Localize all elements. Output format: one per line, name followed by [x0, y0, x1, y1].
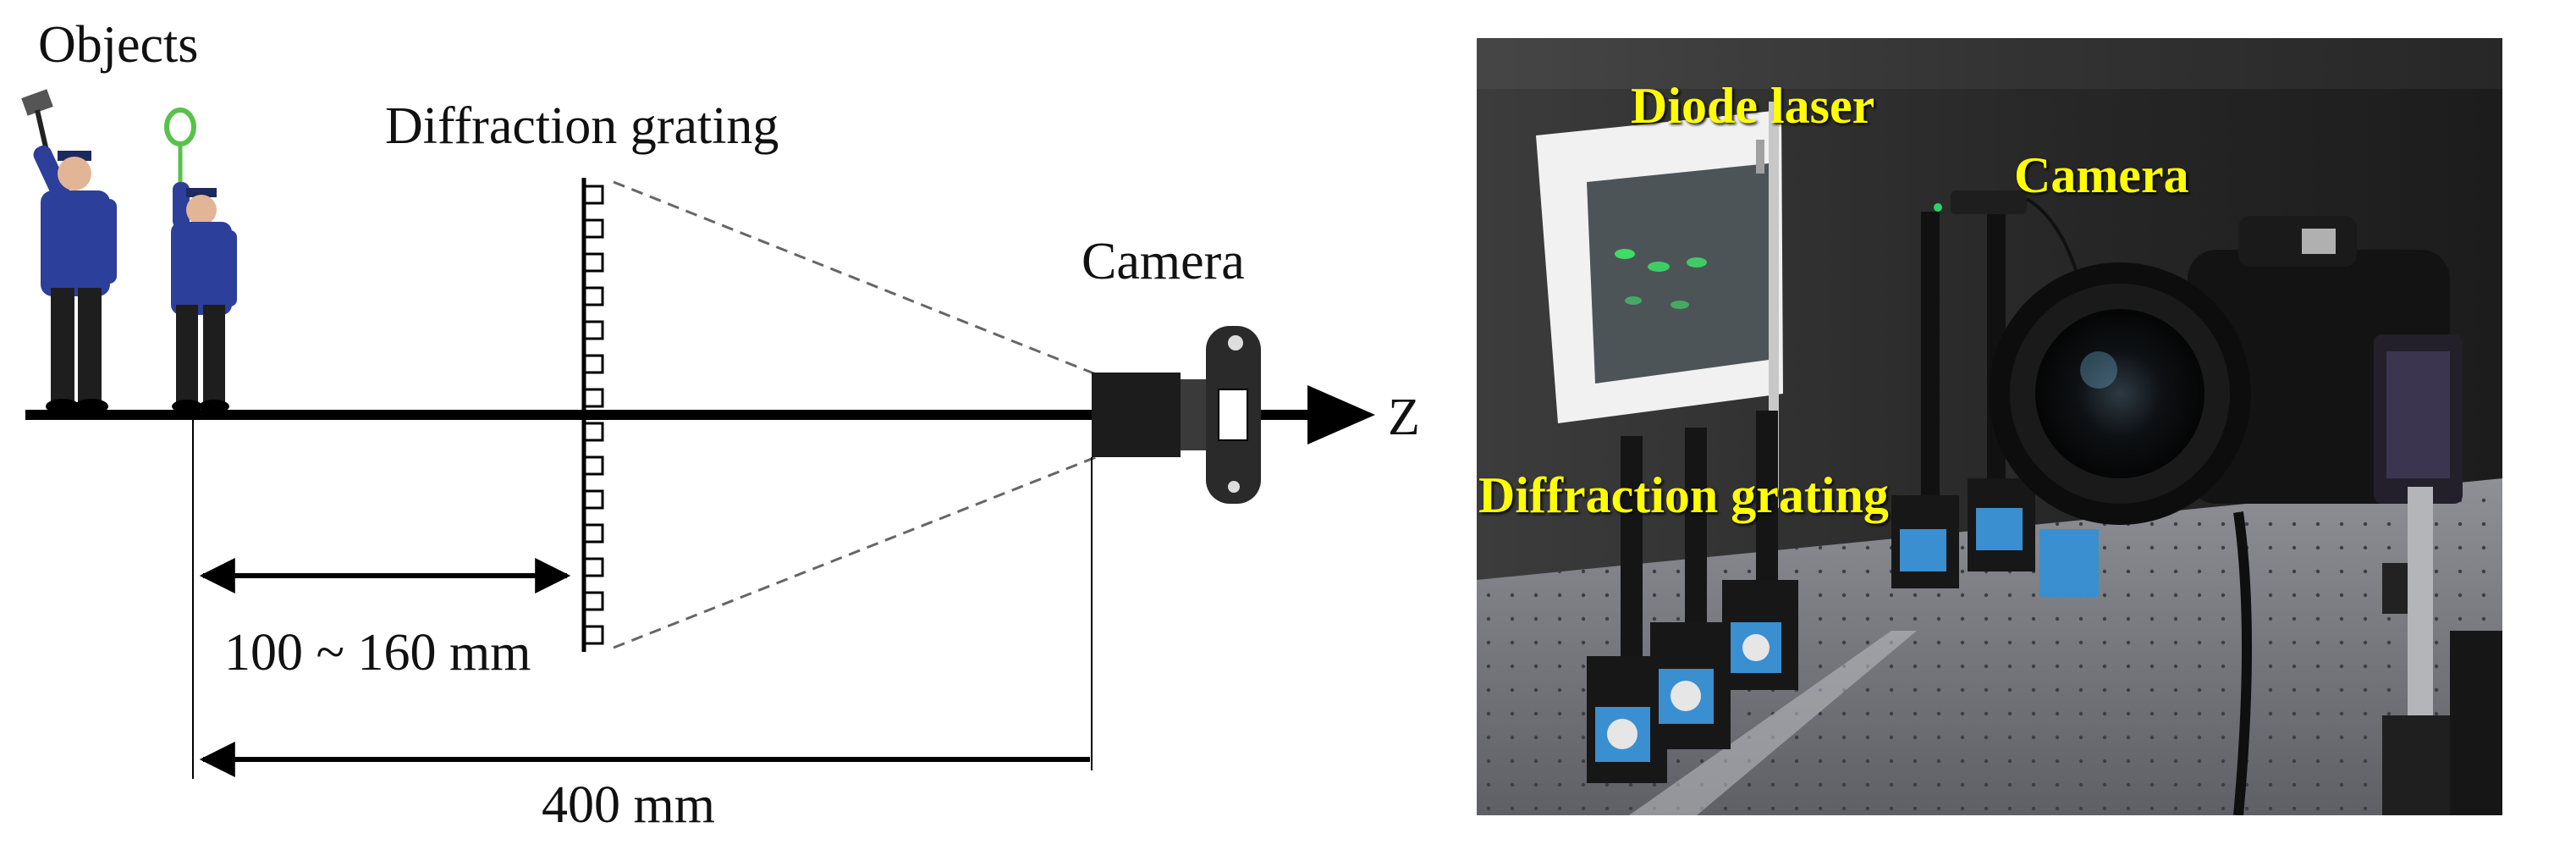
short-distance-label: 100 ~ 160 mm [224, 624, 531, 682]
photo-diffraction-grating-label: Diffraction grating [1478, 467, 1889, 523]
distance-markers [192, 419, 1093, 779]
camera-symbol [1092, 326, 1261, 504]
field-of-view-lines [613, 180, 1097, 649]
background-accessories [2382, 563, 2502, 815]
camera-label: Camera [1082, 233, 1245, 290]
photo-camera-label: Camera [2014, 147, 2189, 203]
diffraction-grating-label: Diffraction grating [385, 97, 779, 155]
photo-illustration [1477, 38, 2502, 815]
long-distance-label: 400 mm [542, 776, 715, 834]
setup-schematic: Objects Diffraction grating Camera Z 100… [21, 16, 1420, 834]
object-figure-right [164, 108, 237, 413]
z-axis-label: Z [1388, 389, 1420, 446]
photo-diode-laser-label: Diode laser [1631, 78, 1875, 134]
axis-arrowhead [1307, 385, 1375, 444]
objects-label: Objects [38, 16, 199, 74]
post-holders [1587, 411, 1798, 783]
grating-frame [1536, 102, 1783, 508]
schematic-drawing [21, 89, 1375, 779]
object-figure-left [21, 89, 117, 414]
diffraction-grating-symbol [581, 178, 604, 652]
setup-photograph: Diode laser Camera Diffraction grating [1477, 38, 2502, 815]
camera-body [1989, 216, 2463, 815]
